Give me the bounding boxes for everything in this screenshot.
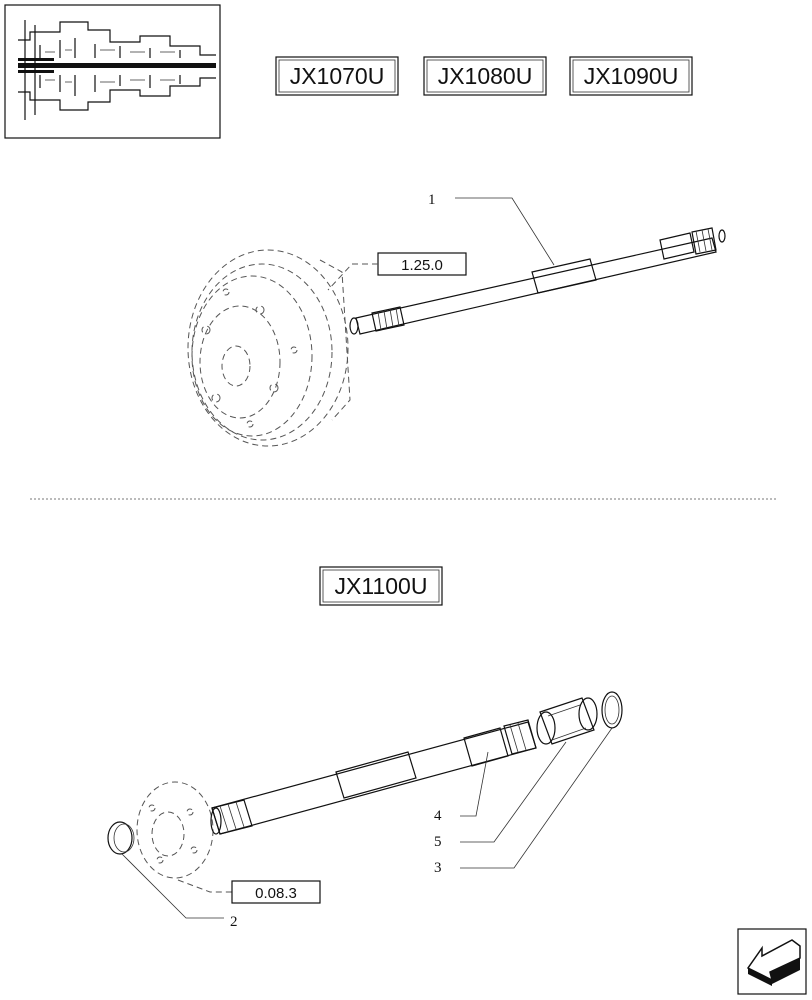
callout-number: 4: [434, 808, 442, 824]
callout-number: 1: [428, 192, 436, 208]
callout-number: 5: [434, 834, 442, 850]
transmission-section-icon: [4, 4, 221, 139]
previous-page-arrow-icon[interactable]: [737, 928, 807, 995]
model-box-jx1090u: JX1090U: [569, 56, 693, 96]
clutch-assembly-ghost: [187, 249, 351, 447]
model-box-jx1100u: JX1100U: [319, 566, 443, 606]
reference-box-flywheel: 0.08.3: [231, 880, 321, 904]
callout-number: 3: [434, 860, 442, 876]
reference-label: 0.08.3: [255, 885, 297, 902]
callout-1: 1: [428, 192, 555, 266]
callout-5: 5: [434, 741, 567, 850]
callout-2: 2: [121, 853, 238, 930]
callout-3: 3: [434, 727, 613, 876]
model-label: JX1100U: [335, 573, 428, 599]
model-label: JX1080U: [438, 63, 533, 89]
callout-4: 4: [434, 751, 489, 824]
model-label: JX1090U: [584, 63, 679, 89]
model-box-jx1070u: JX1070U: [275, 56, 399, 96]
reference-label: 1.25.0: [401, 257, 443, 274]
circlip-part: [601, 691, 623, 729]
flywheel-hub-ghost: [136, 781, 232, 893]
seal-plug-part: [107, 821, 135, 855]
reference-box-clutch: 1.25.0: [327, 252, 467, 291]
input-shaft-bottom: [210, 719, 537, 835]
callout-number: 2: [230, 914, 238, 930]
input-shaft-top: [349, 227, 726, 335]
model-box-jx1080u: JX1080U: [423, 56, 547, 96]
model-label: JX1070U: [290, 63, 385, 89]
bushing-part: [536, 697, 598, 745]
